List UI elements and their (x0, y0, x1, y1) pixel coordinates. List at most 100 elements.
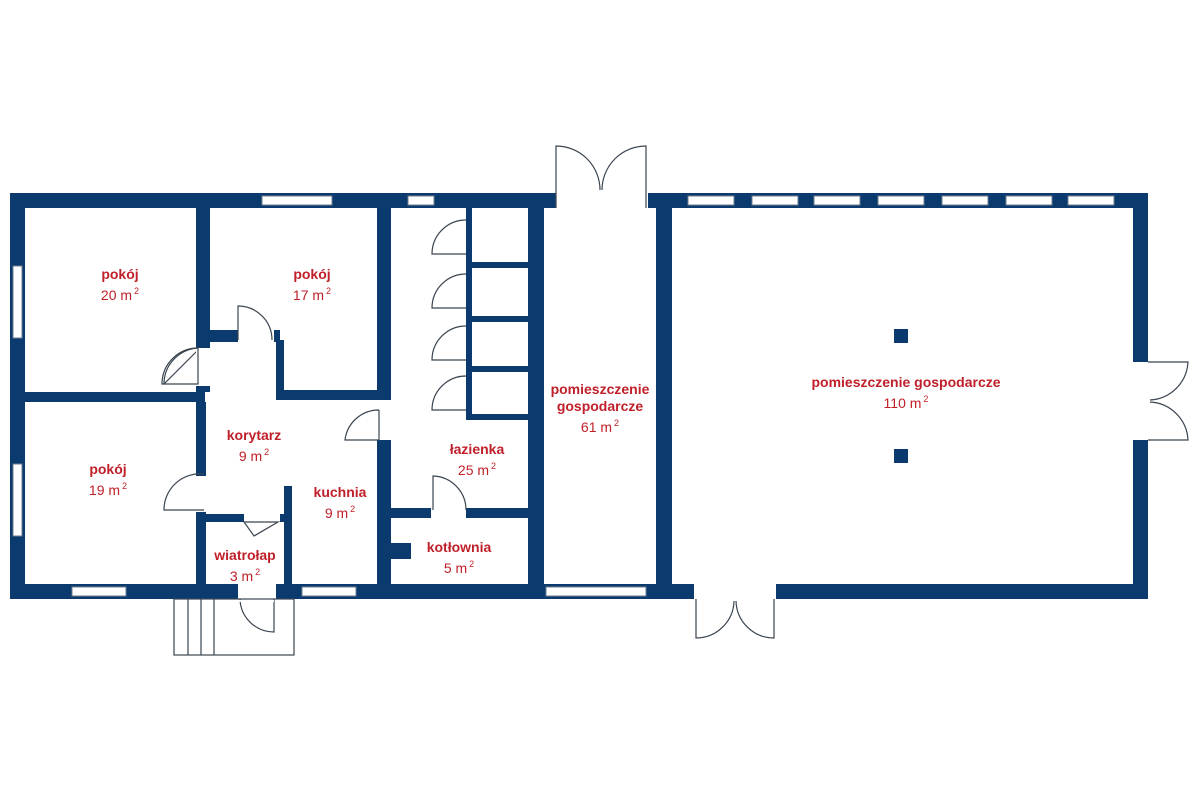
door-gap-bottom-entry (238, 584, 276, 599)
room-name: pokój (89, 461, 127, 477)
wall-room2-right (377, 208, 391, 400)
window-top-room2 (261, 195, 333, 206)
room-name: pokój (293, 266, 331, 282)
door-gap-bottom-large (694, 584, 776, 599)
room-name: kuchnia (313, 484, 367, 500)
wall-bathroom-right (528, 208, 544, 584)
door-vest-gap (244, 514, 280, 522)
window-top-7 (1067, 195, 1115, 206)
wall-room1-room2 (196, 208, 210, 392)
door-gap-top-storage (556, 193, 648, 208)
door-room3-gap (196, 476, 206, 512)
room-name: pokój (101, 266, 139, 282)
door-right-lower (1148, 401, 1189, 441)
pillar-upper (894, 329, 908, 343)
wall-stall-3 (466, 366, 528, 372)
door-vest-arc (242, 521, 281, 537)
room-name: pomieszczenie gospodarcze (811, 374, 1001, 390)
window-bottom-room3 (71, 586, 127, 597)
window-left-room1 (12, 265, 23, 339)
window-bottom-storage (545, 586, 647, 597)
door-entry-arc (239, 598, 275, 633)
wall-boiler-stub (391, 543, 411, 559)
stairs-outline (173, 598, 295, 656)
wall-boiler-top-left (391, 508, 431, 518)
window-left-room3 (12, 463, 23, 537)
window-bottom-kitchen (301, 586, 357, 597)
door-bottom-left (695, 599, 735, 639)
interior-walls (25, 208, 672, 584)
door-room2-arc (237, 305, 273, 341)
door-boiler-gap (431, 508, 466, 518)
wall-room2-inner (276, 340, 284, 396)
door-boiler-arc (432, 475, 467, 511)
door-gap-right-wall (1133, 362, 1148, 440)
wall-stall-2 (466, 316, 528, 322)
door-bottom-right (735, 599, 775, 639)
window-top-6 (1005, 195, 1053, 206)
room-name: korytarz (226, 427, 282, 443)
window-top-2 (751, 195, 799, 206)
room-name: kotłownia (426, 539, 492, 555)
door-right-upper (1148, 361, 1189, 401)
wall-left (10, 193, 25, 599)
window-top-3 (813, 195, 861, 206)
wall-boiler-top (466, 508, 528, 518)
door-stall-1 (431, 219, 467, 255)
wall-kitchen-right (377, 440, 391, 584)
room-name-line2: gospodarcze (556, 398, 644, 414)
doors (161, 145, 1189, 639)
wall-stall-1 (466, 262, 528, 268)
stairs-landing-gap (238, 600, 274, 602)
door-stall-3 (431, 325, 467, 361)
entrance-stairs (173, 598, 295, 656)
room-name-line1: pomieszczenie (550, 381, 650, 397)
door-room1-arc (161, 347, 199, 385)
wall-stalls-side (466, 208, 472, 420)
wall-room2-bottom (276, 390, 386, 400)
room-name: wiatrołap (214, 547, 276, 563)
door-room1 (163, 347, 201, 385)
door-bath-gap (377, 400, 391, 440)
window-top-bath (407, 195, 435, 206)
pillar-lower (894, 449, 908, 463)
door-stall-4 (431, 375, 467, 411)
door-stall-2 (431, 273, 467, 309)
window-top-1 (687, 195, 735, 206)
door-room3-arc (163, 473, 205, 511)
door-storage-top-right (601, 145, 647, 208)
door-room1-gap (196, 348, 210, 386)
door-bath-arc (344, 409, 380, 441)
room-name: łazienka (449, 441, 505, 457)
window-top-4 (877, 195, 925, 206)
wall-storage-divider (656, 208, 672, 584)
window-top-5 (941, 195, 989, 206)
wall-room1-room3 (25, 392, 205, 402)
wall-vestibule-right (284, 486, 292, 584)
door-room2-gap (238, 330, 274, 342)
door-storage-top-left (555, 145, 601, 208)
windows (12, 193, 1148, 599)
wall-stall-4 (466, 414, 528, 420)
